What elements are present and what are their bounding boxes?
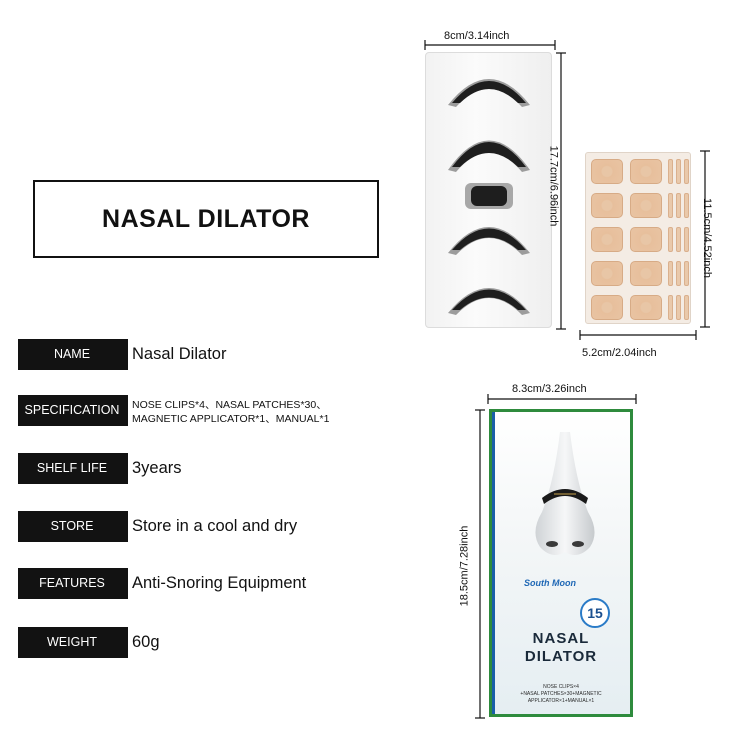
divider bbox=[126, 453, 128, 484]
box-title-line1: NASAL bbox=[532, 630, 590, 647]
spec-label: FEATURES bbox=[18, 568, 126, 598]
patch-icon bbox=[630, 295, 662, 320]
patch-icon bbox=[676, 159, 681, 184]
patch-icon bbox=[591, 295, 623, 320]
box-title-line2: DILATOR bbox=[524, 648, 598, 665]
spec-label: STORE bbox=[18, 511, 126, 541]
brand-logo: South Moon bbox=[524, 578, 576, 588]
tray-height-arrow bbox=[556, 52, 566, 330]
patch-icon bbox=[591, 261, 623, 286]
box-contents-line1: NOSE CLIPS×4 bbox=[543, 684, 579, 690]
box-border bbox=[492, 412, 630, 714]
spec-row-shelf-life: SHELF LIFE 3years bbox=[18, 453, 370, 513]
spec-value: NOSE CLIPS*4、NASAL PATCHES*30、MAGNETIC A… bbox=[132, 399, 330, 425]
sheet-height-label: 11.5cm/4.52inch bbox=[700, 198, 713, 278]
count-badge: 15 bbox=[580, 598, 610, 628]
patch-icon bbox=[676, 193, 681, 218]
patch-icon bbox=[630, 193, 662, 218]
spec-value: Store in a cool and dry bbox=[132, 517, 298, 535]
patch-icon bbox=[676, 261, 681, 286]
box-height-label: 18.5cm/7.28inch bbox=[458, 525, 471, 607]
sheet-height-arrow bbox=[700, 150, 710, 328]
sheet-width-label: 5.2cm/2.04inch bbox=[582, 347, 657, 359]
nasal-patch-sheet bbox=[585, 152, 691, 324]
box-height-arrow bbox=[475, 409, 485, 719]
divider bbox=[126, 339, 128, 370]
tray-width-label: 8cm/3.14inch bbox=[444, 30, 510, 42]
patch-icon bbox=[684, 193, 689, 218]
patch-icon bbox=[684, 261, 689, 286]
divider bbox=[126, 395, 128, 426]
nose-icon bbox=[535, 432, 595, 556]
sheet-width-arrow bbox=[579, 330, 697, 340]
tray-width-arrow bbox=[424, 40, 556, 50]
divider bbox=[18, 368, 126, 370]
spec-row-features: FEATURES Anti-Snoring Equipment bbox=[18, 568, 370, 628]
box-width-label: 8.3cm/3.26inch bbox=[512, 383, 587, 395]
spec-label: SHELF LIFE bbox=[18, 453, 126, 483]
nose-clip-tray bbox=[425, 52, 552, 328]
product-box: South Moon 15 NASAL DILATOR NOSE CLIPS×4… bbox=[489, 409, 633, 717]
patch-icon bbox=[668, 295, 673, 320]
divider bbox=[126, 568, 128, 599]
box-width-arrow bbox=[487, 394, 637, 404]
spec-row-store: STORE Store in a cool and dry bbox=[18, 511, 370, 571]
patch-icon bbox=[668, 261, 673, 286]
nose-clip-icons bbox=[448, 79, 530, 315]
patch-icon bbox=[684, 227, 689, 252]
divider bbox=[126, 511, 128, 542]
divider bbox=[18, 540, 126, 542]
box-contents-line2: +NASAL PATCHES×30+MAGNETIC bbox=[520, 691, 602, 697]
spec-row-specification: SPECIFICATION NOSE CLIPS*4、NASAL PATCHES… bbox=[18, 395, 370, 455]
divider bbox=[18, 424, 126, 426]
divider bbox=[18, 656, 126, 658]
patch-icon bbox=[668, 193, 673, 218]
patch-icon bbox=[630, 159, 662, 184]
patch-icon bbox=[676, 295, 681, 320]
patch-icon bbox=[630, 261, 662, 286]
spec-value: 60g bbox=[132, 633, 160, 651]
spec-value: 3years bbox=[132, 459, 182, 477]
spec-row-weight: WEIGHT 60g bbox=[18, 627, 370, 687]
patch-icon bbox=[591, 159, 623, 184]
divider bbox=[18, 597, 126, 599]
spec-label: NAME bbox=[18, 339, 126, 369]
divider bbox=[126, 627, 128, 658]
tray-height-label: 17.7cm/6.96inch bbox=[547, 145, 560, 227]
spec-value: Nasal Dilator bbox=[132, 345, 227, 363]
patch-icon bbox=[684, 159, 689, 184]
box-contents-line3: APPLICATOR×1+MANUAL×1 bbox=[527, 698, 595, 704]
patch-icon bbox=[676, 227, 681, 252]
patch-icon bbox=[591, 227, 623, 252]
spec-row-name: NAME Nasal Dilator bbox=[18, 339, 370, 399]
patch-icon bbox=[684, 295, 689, 320]
spec-value: Anti-Snoring Equipment bbox=[132, 574, 307, 592]
patch-icon bbox=[630, 227, 662, 252]
patch-icon bbox=[668, 159, 673, 184]
spec-label: WEIGHT bbox=[18, 627, 126, 657]
product-title: NASAL DILATOR bbox=[102, 204, 310, 233]
patch-icon bbox=[668, 227, 673, 252]
spec-label: SPECIFICATION bbox=[18, 395, 126, 425]
divider bbox=[18, 482, 126, 484]
product-title-box: NASAL DILATOR bbox=[33, 180, 379, 258]
patch-icon bbox=[591, 193, 623, 218]
